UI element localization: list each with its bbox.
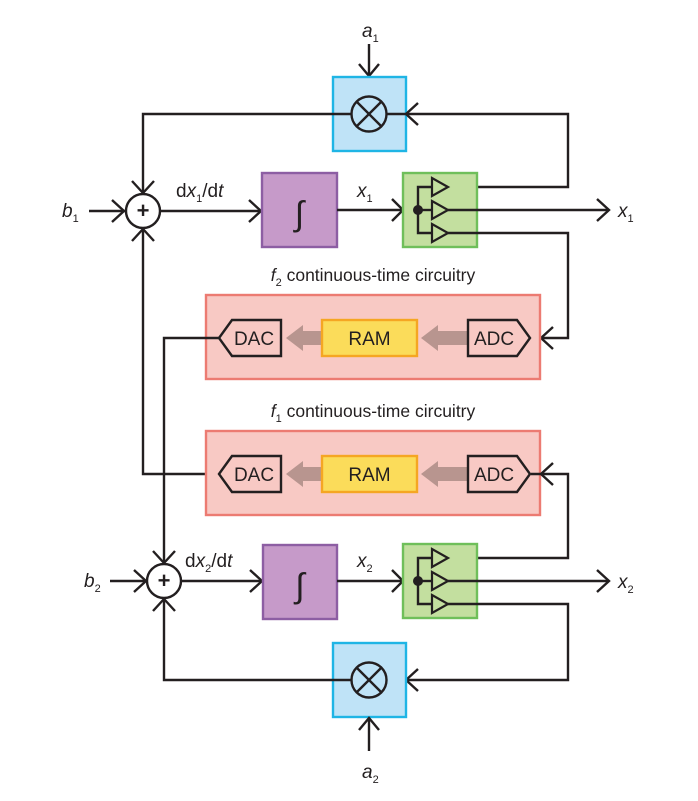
f1-circuitry-title: f1 continuous-time circuitry [271,401,476,425]
integral-icon-1: ∫ [293,195,306,233]
f1-dac-block [217,454,283,494]
fanout1-to-multiplier-wire [386,112,570,189]
f1-ram-to-dac-arrow [286,461,322,487]
f2-circuitry: f2 continuous-time circuitry DAC RAM ADC [204,265,542,381]
state-x1-label: x1 [356,181,373,205]
f2-adc-block [466,318,532,358]
buffer-icon-2c [430,593,451,615]
f2-dac-label: DAC [234,329,274,350]
f2-ram-to-dac-arrow [286,325,322,351]
f1-adc-to-ram-arrow [421,461,468,487]
coefficient-a1-label: a1 [362,21,379,45]
multiplier1-right-arrowhead [404,102,419,126]
junction-dot-2 [413,576,423,586]
output-x2-label: x2 [617,572,634,596]
f2-ram-block [320,318,419,358]
f1-adc-block [466,454,532,494]
coefficient-a2-label: a2 [362,762,379,786]
output1-arrowhead [596,198,611,222]
feedback-wire-2 [162,599,352,682]
f1-dac-label: DAC [234,465,274,486]
multiplier-cross-2b [355,666,383,694]
f1-adc-label: ADC [474,465,514,486]
integral-icon-2: ∫ [293,567,306,605]
derivative-label-1: dx1/dt [176,181,224,205]
derivative-label-2: dx2/dt [185,551,233,575]
integrator-block-2 [261,543,339,621]
fanout2-to-f1-adc-wire [448,472,570,560]
fanout2-to-multiplier-wire [386,602,570,682]
f2-dac-block [217,318,283,358]
f1-ram-label: RAM [348,465,390,486]
feedback-wire-1 [141,112,352,194]
f1-ram-block [320,454,419,494]
f2-ram-label: RAM [348,329,390,350]
channel-1: a1 b1 + dx1/dt ∫ x1 [62,21,634,350]
multiplier-cross-1b [355,100,383,128]
buffer-icon-1c [430,222,451,244]
a2-arrowhead [358,716,380,731]
f2-dac-to-summer2-wire [162,336,219,563]
fanout1-to-f2-adc-wire [448,231,570,340]
output-x1-label: x1 [617,201,634,225]
buffer-icon-2a [430,547,451,569]
f1-adc-arrowhead [539,462,554,486]
buffer-icon-1a [430,176,451,198]
junction-dot-1 [413,205,423,215]
summer1-left-arrowhead [111,199,126,223]
state-x2-label: x2 [356,551,373,575]
f2-adc-to-ram-arrow [421,325,468,351]
channel-2: b2 + dx2/dt ∫ x2 x2 [84,462,634,786]
output2-arrowhead [596,569,611,593]
f1-dac-to-summer1-wire [141,229,219,476]
f2-adc-label: ADC [474,329,514,350]
f1-circuitry: f1 continuous-time circuitry DAC RAM ADC [204,401,542,517]
f2-circuitry-title: f2 continuous-time circuitry [271,265,476,289]
buffer-icon-1b [430,199,451,221]
input-b1-label: b1 [62,201,79,225]
summer-plus-1: + [137,198,150,223]
summer-plus-2: + [158,568,171,593]
buffer-icon-2b [430,570,451,592]
input-b2-label: b2 [84,571,101,595]
